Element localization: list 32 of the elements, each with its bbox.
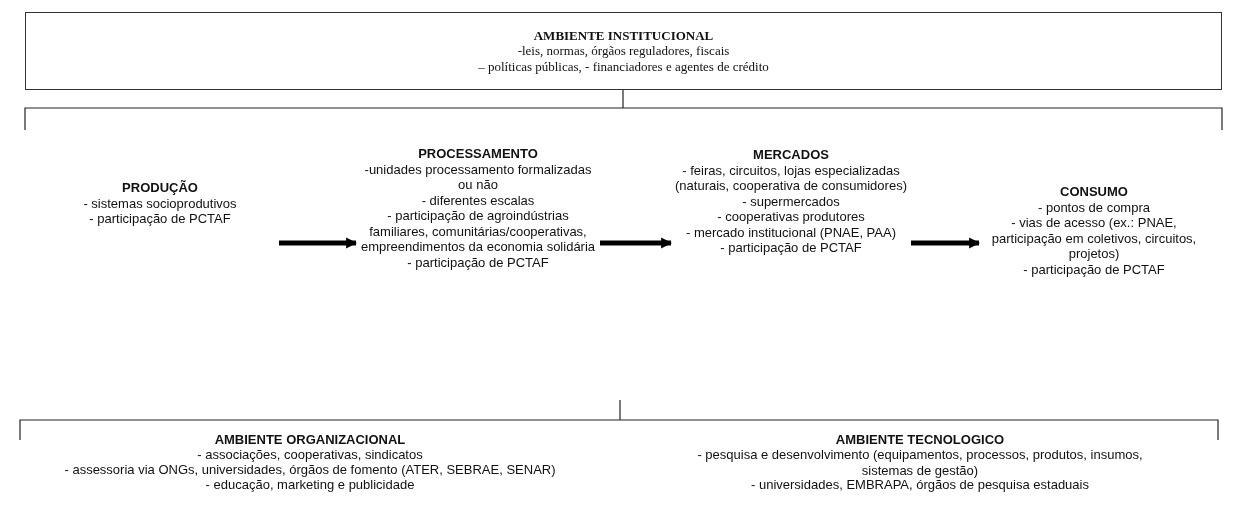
item-text: - assessoria via ONGs, universidades, órgãos de fomento (ATER, SEBRAE, SENAR) xyxy=(63,462,557,478)
item-text: - mercado institucional (PNAE, PAA) xyxy=(686,224,896,240)
item-text: - cooperativas produtores xyxy=(717,209,865,225)
heading: CONSUMO xyxy=(1060,184,1128,200)
institutional-box xyxy=(25,12,1222,90)
arrow xyxy=(600,237,673,249)
item-text: - vias de acesso (ex.: PNAE, participação em coletivos, circuitos, projetos) xyxy=(990,215,1198,262)
heading: MERCADOS xyxy=(753,147,829,163)
item-text: - participação de agroindústrias familiares, comunitárias/cooperativas, empreendimentos da economia solidária xyxy=(360,208,596,255)
item-text: - participação de PCTAF xyxy=(89,211,231,227)
item-text: -leis, normas, órgãos reguladores, fiscais xyxy=(517,43,730,59)
item-text: - feiras, circuitos, lojas especializadas (naturais, cooperativa de consumidores) xyxy=(675,162,907,194)
item-text: -unidades processamento formalizadas ou não xyxy=(363,161,593,193)
item-text: - educação, marketing e publicidade xyxy=(204,477,416,493)
arrow xyxy=(279,237,358,249)
item-text: - participação de PCTAF xyxy=(407,254,549,270)
item-text: - sistemas socioprodutivos xyxy=(83,195,237,211)
section-heading: AMBIENTE TECNOLOGICO xyxy=(834,432,1006,448)
arrow xyxy=(911,237,981,249)
item-text: - participação de PCTAF xyxy=(1023,261,1165,277)
item-text: - associações, cooperativas, sindicatos xyxy=(196,447,424,463)
item-text: - supermercados xyxy=(742,193,840,209)
item-text: - pesquisa e desenvolvimento (equipamentos, processos, produtos, insumos, sistemas de gestão) xyxy=(696,447,1144,478)
item-text: - diferentes escalas xyxy=(421,192,535,208)
item-text: – políticas públicas, - financiadores e agentes de crédito xyxy=(478,58,769,75)
section-heading: AMBIENTE ORGANIZACIONAL xyxy=(213,432,407,448)
heading: PROCESSAMENTO xyxy=(418,146,538,162)
heading: AMBIENTE INSTITUCIONAL xyxy=(533,27,714,44)
heading: PRODUÇÃO xyxy=(122,180,198,196)
item-text: - pontos de compra xyxy=(1038,199,1150,215)
item-text: - participação de PCTAF xyxy=(720,240,862,256)
item-text: - universidades, EMBRAPA, órgãos de pesquisa estaduais xyxy=(750,477,1090,493)
